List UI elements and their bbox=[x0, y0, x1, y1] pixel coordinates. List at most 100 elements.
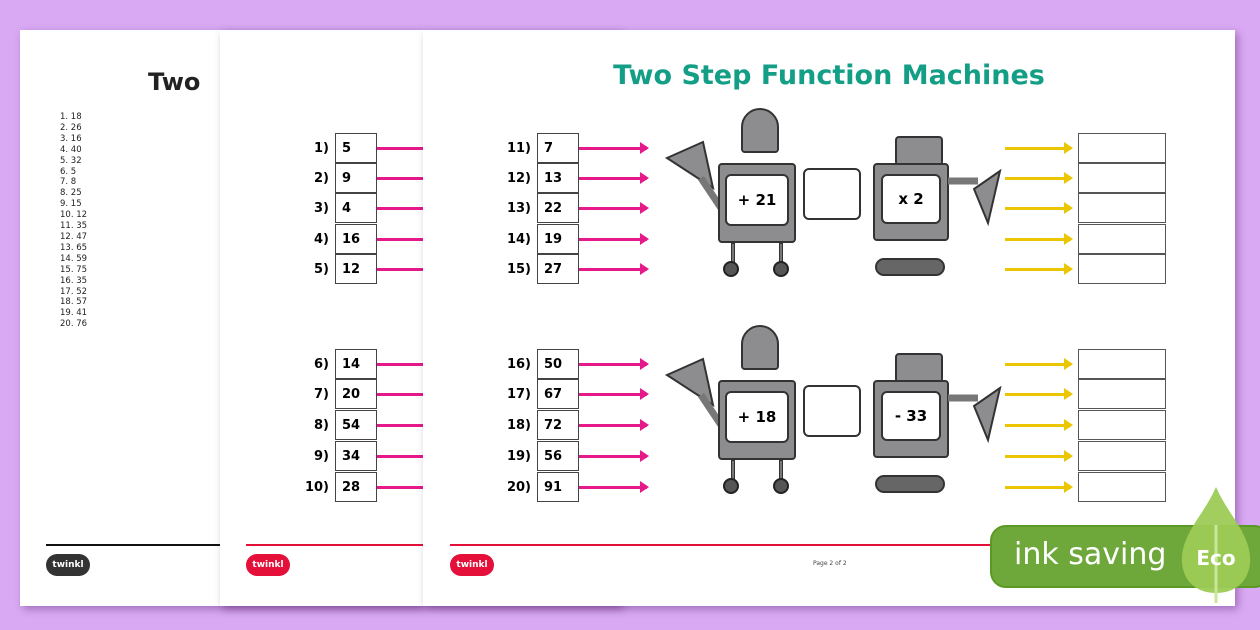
question-number: 8) bbox=[314, 417, 329, 433]
answer-input-box[interactable] bbox=[1078, 163, 1166, 193]
answer-item: 17. 52 bbox=[60, 286, 88, 297]
answer-input-box[interactable] bbox=[1078, 472, 1166, 502]
input-value: 4 bbox=[335, 193, 377, 223]
input-row: 10)28 bbox=[295, 472, 439, 502]
input-value: 19 bbox=[537, 224, 579, 254]
output-arrow-icon bbox=[1005, 481, 1073, 493]
answer-input-box[interactable] bbox=[1078, 349, 1166, 379]
output-arrow-icon bbox=[1005, 142, 1073, 154]
output-arrow-icon bbox=[1005, 263, 1073, 275]
input-value: 16 bbox=[335, 224, 377, 254]
question-number: 11) bbox=[506, 140, 531, 156]
input-row: 19) 56 bbox=[497, 441, 649, 471]
robot-tracks bbox=[875, 475, 945, 493]
connector-screen bbox=[803, 385, 861, 437]
step1-screen: + 18 bbox=[725, 391, 789, 443]
connector-screen bbox=[803, 168, 861, 220]
input-arrow-icon bbox=[579, 141, 649, 154]
answer-item: 16. 35 bbox=[60, 275, 88, 286]
input-row: 5)12 bbox=[295, 254, 439, 284]
answer-input-box[interactable] bbox=[1078, 224, 1166, 254]
answer-input-box[interactable] bbox=[1078, 133, 1166, 163]
funnel-icon bbox=[948, 168, 1002, 227]
input-value: 72 bbox=[537, 410, 579, 440]
input-value: 14 bbox=[335, 349, 377, 379]
input-value: 5 bbox=[335, 133, 377, 163]
input-row: 8) 54 bbox=[295, 410, 439, 440]
page-title: Two Step Function Machines bbox=[613, 60, 1045, 91]
input-value: 13 bbox=[537, 163, 579, 193]
answer-item: 1. 18 bbox=[60, 112, 82, 122]
answer-item: 8. 25 bbox=[60, 188, 82, 199]
answer-item: 15. 75 bbox=[60, 264, 88, 275]
answer-input-box[interactable] bbox=[1078, 410, 1166, 440]
badge-text: ink saving bbox=[1014, 537, 1167, 572]
answer-input-box[interactable] bbox=[1078, 441, 1166, 471]
question-number: 19) bbox=[506, 448, 531, 464]
input-value: 12 bbox=[335, 254, 377, 284]
output-arrow-icon bbox=[1005, 450, 1073, 462]
answer-input-box[interactable] bbox=[1078, 193, 1166, 223]
question-number: 18) bbox=[506, 417, 531, 433]
page-number: Page 2 of 2 bbox=[813, 560, 847, 567]
input-row: 13)22 bbox=[497, 193, 649, 223]
input-value: 91 bbox=[537, 472, 579, 502]
input-arrow-icon bbox=[579, 387, 649, 400]
input-row: 1) 5 bbox=[295, 133, 439, 163]
answer-item: 2. 26 bbox=[60, 122, 82, 133]
output-arrow-icon bbox=[1005, 388, 1073, 400]
answer-item: 4. 40 bbox=[60, 144, 82, 155]
input-row: 9)34 bbox=[295, 441, 439, 471]
answer-item: 13. 65 bbox=[60, 242, 88, 253]
input-row: 16)50 bbox=[497, 349, 649, 379]
input-row: 18) 72 bbox=[497, 410, 649, 440]
question-number: 12) bbox=[506, 170, 531, 186]
answer-input-box[interactable] bbox=[1078, 379, 1166, 409]
step1-screen: + 21 bbox=[725, 174, 789, 226]
input-row: 11) 7 bbox=[497, 133, 649, 163]
eco-label: Eco bbox=[1196, 546, 1235, 570]
input-arrow-icon bbox=[579, 418, 649, 431]
robot-tracks bbox=[875, 258, 945, 276]
twinkl-logo: twinkl bbox=[46, 554, 90, 576]
answer-item: 14. 59 bbox=[60, 253, 88, 264]
question-number: 4) bbox=[314, 231, 329, 247]
answer-item: 12. 47 bbox=[60, 231, 88, 242]
input-row: 4) 16 bbox=[295, 224, 439, 254]
input-value: 50 bbox=[537, 349, 579, 379]
question-number: 15) bbox=[506, 261, 531, 277]
question-number: 10) bbox=[304, 479, 329, 495]
input-row: 14)19 bbox=[497, 224, 649, 254]
funnel-icon bbox=[948, 385, 1002, 444]
input-row: 7) 20 bbox=[295, 379, 439, 409]
output-arrow-icon bbox=[1005, 233, 1073, 245]
input-row: 20)91 bbox=[497, 472, 649, 502]
answer-item: 6. 5 bbox=[60, 166, 77, 177]
input-value: 27 bbox=[537, 254, 579, 284]
twinkl-logo: twinkl bbox=[450, 554, 494, 576]
question-number: 7) bbox=[314, 386, 329, 402]
funnel-icon bbox=[664, 140, 723, 210]
input-value: 54 bbox=[335, 410, 377, 440]
function-machine: + 21 x 2 bbox=[663, 108, 1003, 288]
robot-head bbox=[741, 108, 779, 153]
robot-head bbox=[895, 353, 943, 383]
answer-item: 20. 76 bbox=[60, 319, 88, 330]
input-arrow-icon bbox=[579, 449, 649, 462]
input-row: 2)9 bbox=[295, 163, 439, 193]
input-value: 9 bbox=[335, 163, 377, 193]
input-value: 56 bbox=[537, 441, 579, 471]
input-value: 67 bbox=[537, 379, 579, 409]
output-arrow-icon bbox=[1005, 358, 1073, 370]
function-machine: + 18 - 33 bbox=[663, 325, 1003, 505]
input-row: 3)4 bbox=[295, 193, 439, 223]
answer-input-box[interactable] bbox=[1078, 254, 1166, 284]
output-arrow-icon bbox=[1005, 202, 1073, 214]
question-number: 13) bbox=[506, 200, 531, 216]
input-value: 7 bbox=[537, 133, 579, 163]
robot-head bbox=[741, 325, 779, 370]
question-number: 1) bbox=[314, 140, 329, 156]
input-value: 20 bbox=[335, 379, 377, 409]
